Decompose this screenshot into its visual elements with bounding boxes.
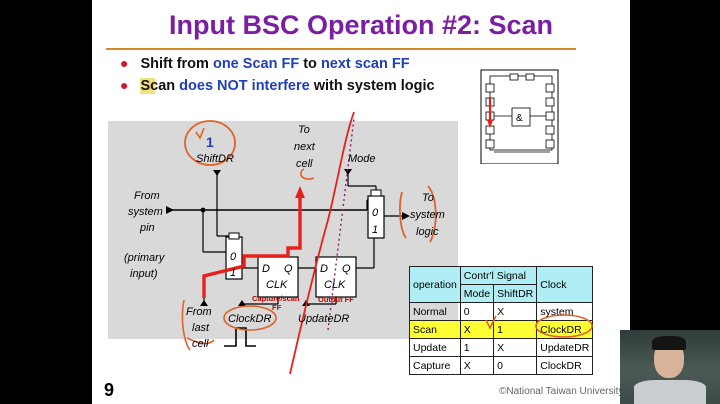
table-row: Update 1 X UpdateDR (409, 338, 594, 357)
table-cell: ClockDR (536, 356, 594, 375)
output-ff-label: Output FF (318, 295, 354, 304)
scan-path-arrow (202, 196, 302, 298)
capture-ff-label: Capture/scan (252, 294, 300, 303)
bullet-dot-icon: ● (120, 77, 129, 93)
table-cell: X (493, 338, 538, 357)
diagram-label: cell (296, 158, 313, 170)
diagram-label: From (186, 306, 212, 318)
clockdr-label: ClockDR (228, 313, 271, 325)
bullet-text: to (299, 56, 321, 72)
bullet-dot-icon: ● (120, 55, 129, 71)
diagram-label: next (294, 141, 316, 153)
ff-pin-label: CLK (324, 279, 346, 291)
bsc-thumbnail-diagram: & (480, 69, 559, 164)
slide: Input BSC Operation #2: Scan ● Shift from… (92, 0, 630, 404)
table-header: operation (409, 266, 461, 303)
slide-number: 9 (104, 380, 115, 400)
clock-pulse-icon (224, 327, 256, 347)
isolation-slash (289, 111, 355, 375)
slide-title: Input BSC Operation #2: Scan (168, 10, 554, 40)
capture-scan-ff (257, 256, 299, 298)
and-gate-label: & (516, 113, 523, 124)
mux-input-label: 1 (230, 267, 236, 279)
mux-input-label: 0 (230, 251, 237, 263)
table-row: Capture X 0 ClockDR (409, 356, 594, 375)
diagram-background (108, 121, 458, 339)
mux-input-label: 0 (372, 207, 379, 219)
bullet-text: with system logic (309, 78, 435, 94)
bullet-text: does NOT interfere (175, 78, 310, 94)
bullet-text: Shift from (140, 56, 213, 72)
shiftdr-label: ShiftDR (196, 153, 234, 165)
table-header: Clock (536, 266, 594, 303)
table-row: Normal 0 X system (409, 302, 594, 321)
diagram-label: (primary (124, 252, 166, 264)
presenter-hair (652, 336, 686, 350)
ff-pin-label: Q (342, 263, 351, 275)
bsc-circuit-diagram: From system pin (primary input) ShiftDR … (108, 111, 458, 375)
input-arrow-icon (166, 206, 174, 214)
table-cell: 1 (493, 320, 538, 339)
table-cell: 1 (459, 338, 495, 357)
table-cell: X (459, 320, 495, 339)
table-cell: Normal (409, 302, 461, 321)
diagram-label: To (422, 192, 434, 204)
ff-pin-label: D (262, 263, 270, 275)
updatedr-label: UpdateDR (298, 313, 349, 325)
table-cell: X (493, 302, 538, 321)
diagram-label: From (134, 190, 160, 202)
table-cell: Scan (409, 320, 461, 339)
bullet-shift: ● Shift from one Scan FF to next scan FF (120, 55, 410, 72)
capture-ff-label: FF (272, 303, 282, 312)
table-cell: X (459, 356, 495, 375)
bullet-text: Scan (140, 78, 176, 94)
ff-pin-label: D (320, 263, 328, 275)
diagram-label: system (128, 206, 163, 218)
diagram-label: input) (130, 268, 158, 280)
table-header: ShiftDR (493, 284, 538, 303)
presenter-webcam (620, 330, 720, 404)
bullet-text: next scan FF (320, 56, 410, 72)
mux-input-label: 1 (372, 224, 378, 236)
diagram-label: logic (416, 226, 439, 238)
title-underline (106, 48, 576, 50)
table-header: Contr'l Signal (459, 266, 538, 285)
copyright-text: ©National Taiwan University (499, 386, 624, 397)
diagram-label: cell (192, 338, 209, 350)
shiftdr-annotation-circle (184, 120, 236, 166)
table-cell: 0 (493, 356, 538, 375)
table-cell: UpdateDR (536, 338, 594, 357)
table-cell: Update (409, 338, 461, 357)
table-cell: Capture (409, 356, 461, 375)
table-header: Mode (459, 284, 495, 303)
shiftdr-value: 1 (206, 134, 214, 150)
table-cell: ClockDR (536, 320, 594, 339)
table-cell: system (536, 302, 594, 321)
presenter-shirt (634, 380, 706, 404)
ff-pin-label: CLK (266, 279, 288, 291)
mode-label: Mode (348, 153, 376, 165)
diagram-label: last (192, 322, 210, 334)
bullet-text: one Scan FF (212, 56, 300, 72)
ff-pin-label: Q (284, 263, 293, 275)
operation-table: operation Contr'l Signal Clock Mode Shif… (409, 266, 594, 375)
bullet-no-interfere: ● Scan does NOT interfere with system log… (120, 77, 435, 94)
diagram-label: system (410, 209, 445, 221)
diagram-label: To (298, 124, 310, 136)
diagram-label: pin (139, 222, 155, 234)
table-cell: 0 (459, 302, 495, 321)
table-row-highlighted: Scan X 1 ClockDR (409, 320, 594, 339)
